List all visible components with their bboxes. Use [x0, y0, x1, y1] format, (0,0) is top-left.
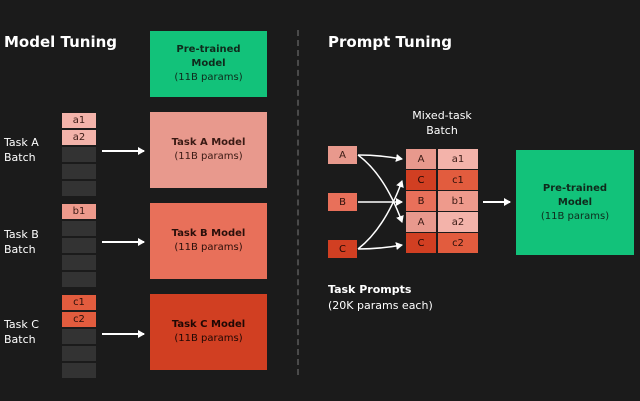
batch-input-cell: a2	[438, 212, 478, 232]
batch-prompt-cell: A	[406, 149, 436, 169]
task-a-batch-stack: a1 a2	[61, 112, 97, 197]
task-b-label-line2: Batch	[4, 243, 36, 256]
task-a-model-params: (11B params)	[174, 151, 243, 162]
pretrained-params: (11B params)	[174, 72, 243, 83]
batch-input-cell: b1	[438, 191, 478, 211]
arrow-prompt-c-row5	[357, 242, 403, 251]
task-a-label-line2: Batch	[4, 151, 36, 164]
empty-slot	[61, 271, 97, 288]
task-c-batch-label: Task C Batch	[4, 317, 39, 347]
batch-item: c1	[61, 294, 97, 311]
pretrained-right-line2: Model	[557, 196, 593, 208]
batch-item: a2	[61, 129, 97, 146]
batch-prompt-cell: C	[406, 170, 436, 190]
task-c-model-name: Task C Model	[171, 319, 246, 330]
task-b-batch-stack: b1	[61, 203, 97, 288]
pretrained-model-right: Pre-trained Model (11B params)	[516, 150, 634, 255]
batch-item: b1	[61, 203, 97, 220]
task-c-batch-stack: c1 c2	[61, 294, 97, 379]
task-c-label-line2: Batch	[4, 333, 36, 346]
task-prompts-title: Task Prompts	[328, 283, 412, 296]
mixed-task-batch-label: Mixed-task Batch	[402, 108, 482, 138]
task-a-model-name: Task A Model	[171, 137, 246, 148]
batch-row: A a1	[406, 149, 478, 169]
pretrained-line2: Model	[191, 58, 226, 69]
task-b-model-name: Task B Model	[171, 228, 246, 239]
task-c-label-line1: Task C	[4, 318, 39, 331]
empty-slot	[61, 220, 97, 237]
task-prompts-caption: Task Prompts (20K params each)	[328, 282, 433, 314]
empty-slot	[61, 146, 97, 163]
batch-input-cell: c2	[438, 233, 478, 253]
batch-item: c2	[61, 311, 97, 328]
task-prompts-params: (20K params each)	[328, 299, 433, 312]
batch-row: A a2	[406, 212, 478, 232]
section-divider	[297, 30, 299, 375]
prompt-c-box: C	[328, 240, 357, 258]
mixed-task-batch: A a1 C c1 B b1 A a2 C c2	[406, 149, 478, 253]
arrow-prompt-c-row2	[357, 180, 404, 250]
task-a-model: Task A Model (11B params)	[150, 112, 267, 188]
empty-slot	[61, 254, 97, 271]
model-tuning-title: Model Tuning	[4, 33, 118, 51]
mixed-label-line2: Batch	[426, 124, 458, 137]
pretrained-right-line1: Pre-trained	[542, 182, 608, 194]
empty-slot	[61, 328, 97, 345]
task-b-model-params: (11B params)	[174, 242, 243, 253]
batch-item: a1	[61, 112, 97, 129]
empty-slot	[61, 163, 97, 180]
task-a-label-line1: Task A	[4, 136, 39, 149]
prompt-tuning-title: Prompt Tuning	[328, 33, 452, 51]
arrow-prompt-a-row4	[357, 154, 404, 223]
batch-row: C c2	[406, 233, 478, 253]
batch-row: B b1	[406, 191, 478, 211]
task-c-model-params: (11B params)	[174, 333, 243, 344]
prompt-b-box: B	[328, 193, 357, 211]
task-b-batch-label: Task B Batch	[4, 227, 39, 257]
pretrained-line1: Pre-trained	[176, 44, 241, 55]
batch-prompt-cell: B	[406, 191, 436, 211]
empty-slot	[61, 345, 97, 362]
batch-prompt-cell: A	[406, 212, 436, 232]
task-b-model: Task B Model (11B params)	[150, 203, 267, 279]
mixed-label-line1: Mixed-task	[412, 109, 472, 122]
batch-prompt-cell: C	[406, 233, 436, 253]
batch-input-cell: a1	[438, 149, 478, 169]
empty-slot	[61, 237, 97, 254]
empty-slot	[61, 180, 97, 197]
arrow-prompt-a-row1	[357, 153, 403, 162]
batch-row: C c1	[406, 170, 478, 190]
batch-input-cell: c1	[438, 170, 478, 190]
pretrained-model-left: Pre-trained Model (11B params)	[150, 31, 267, 97]
task-a-batch-label: Task A Batch	[4, 135, 39, 165]
task-b-label-line1: Task B	[4, 228, 39, 241]
task-c-model: Task C Model (11B params)	[150, 294, 267, 370]
pretrained-right-params: (11B params)	[540, 210, 610, 222]
prompt-a-box: A	[328, 146, 357, 164]
empty-slot	[61, 362, 97, 379]
